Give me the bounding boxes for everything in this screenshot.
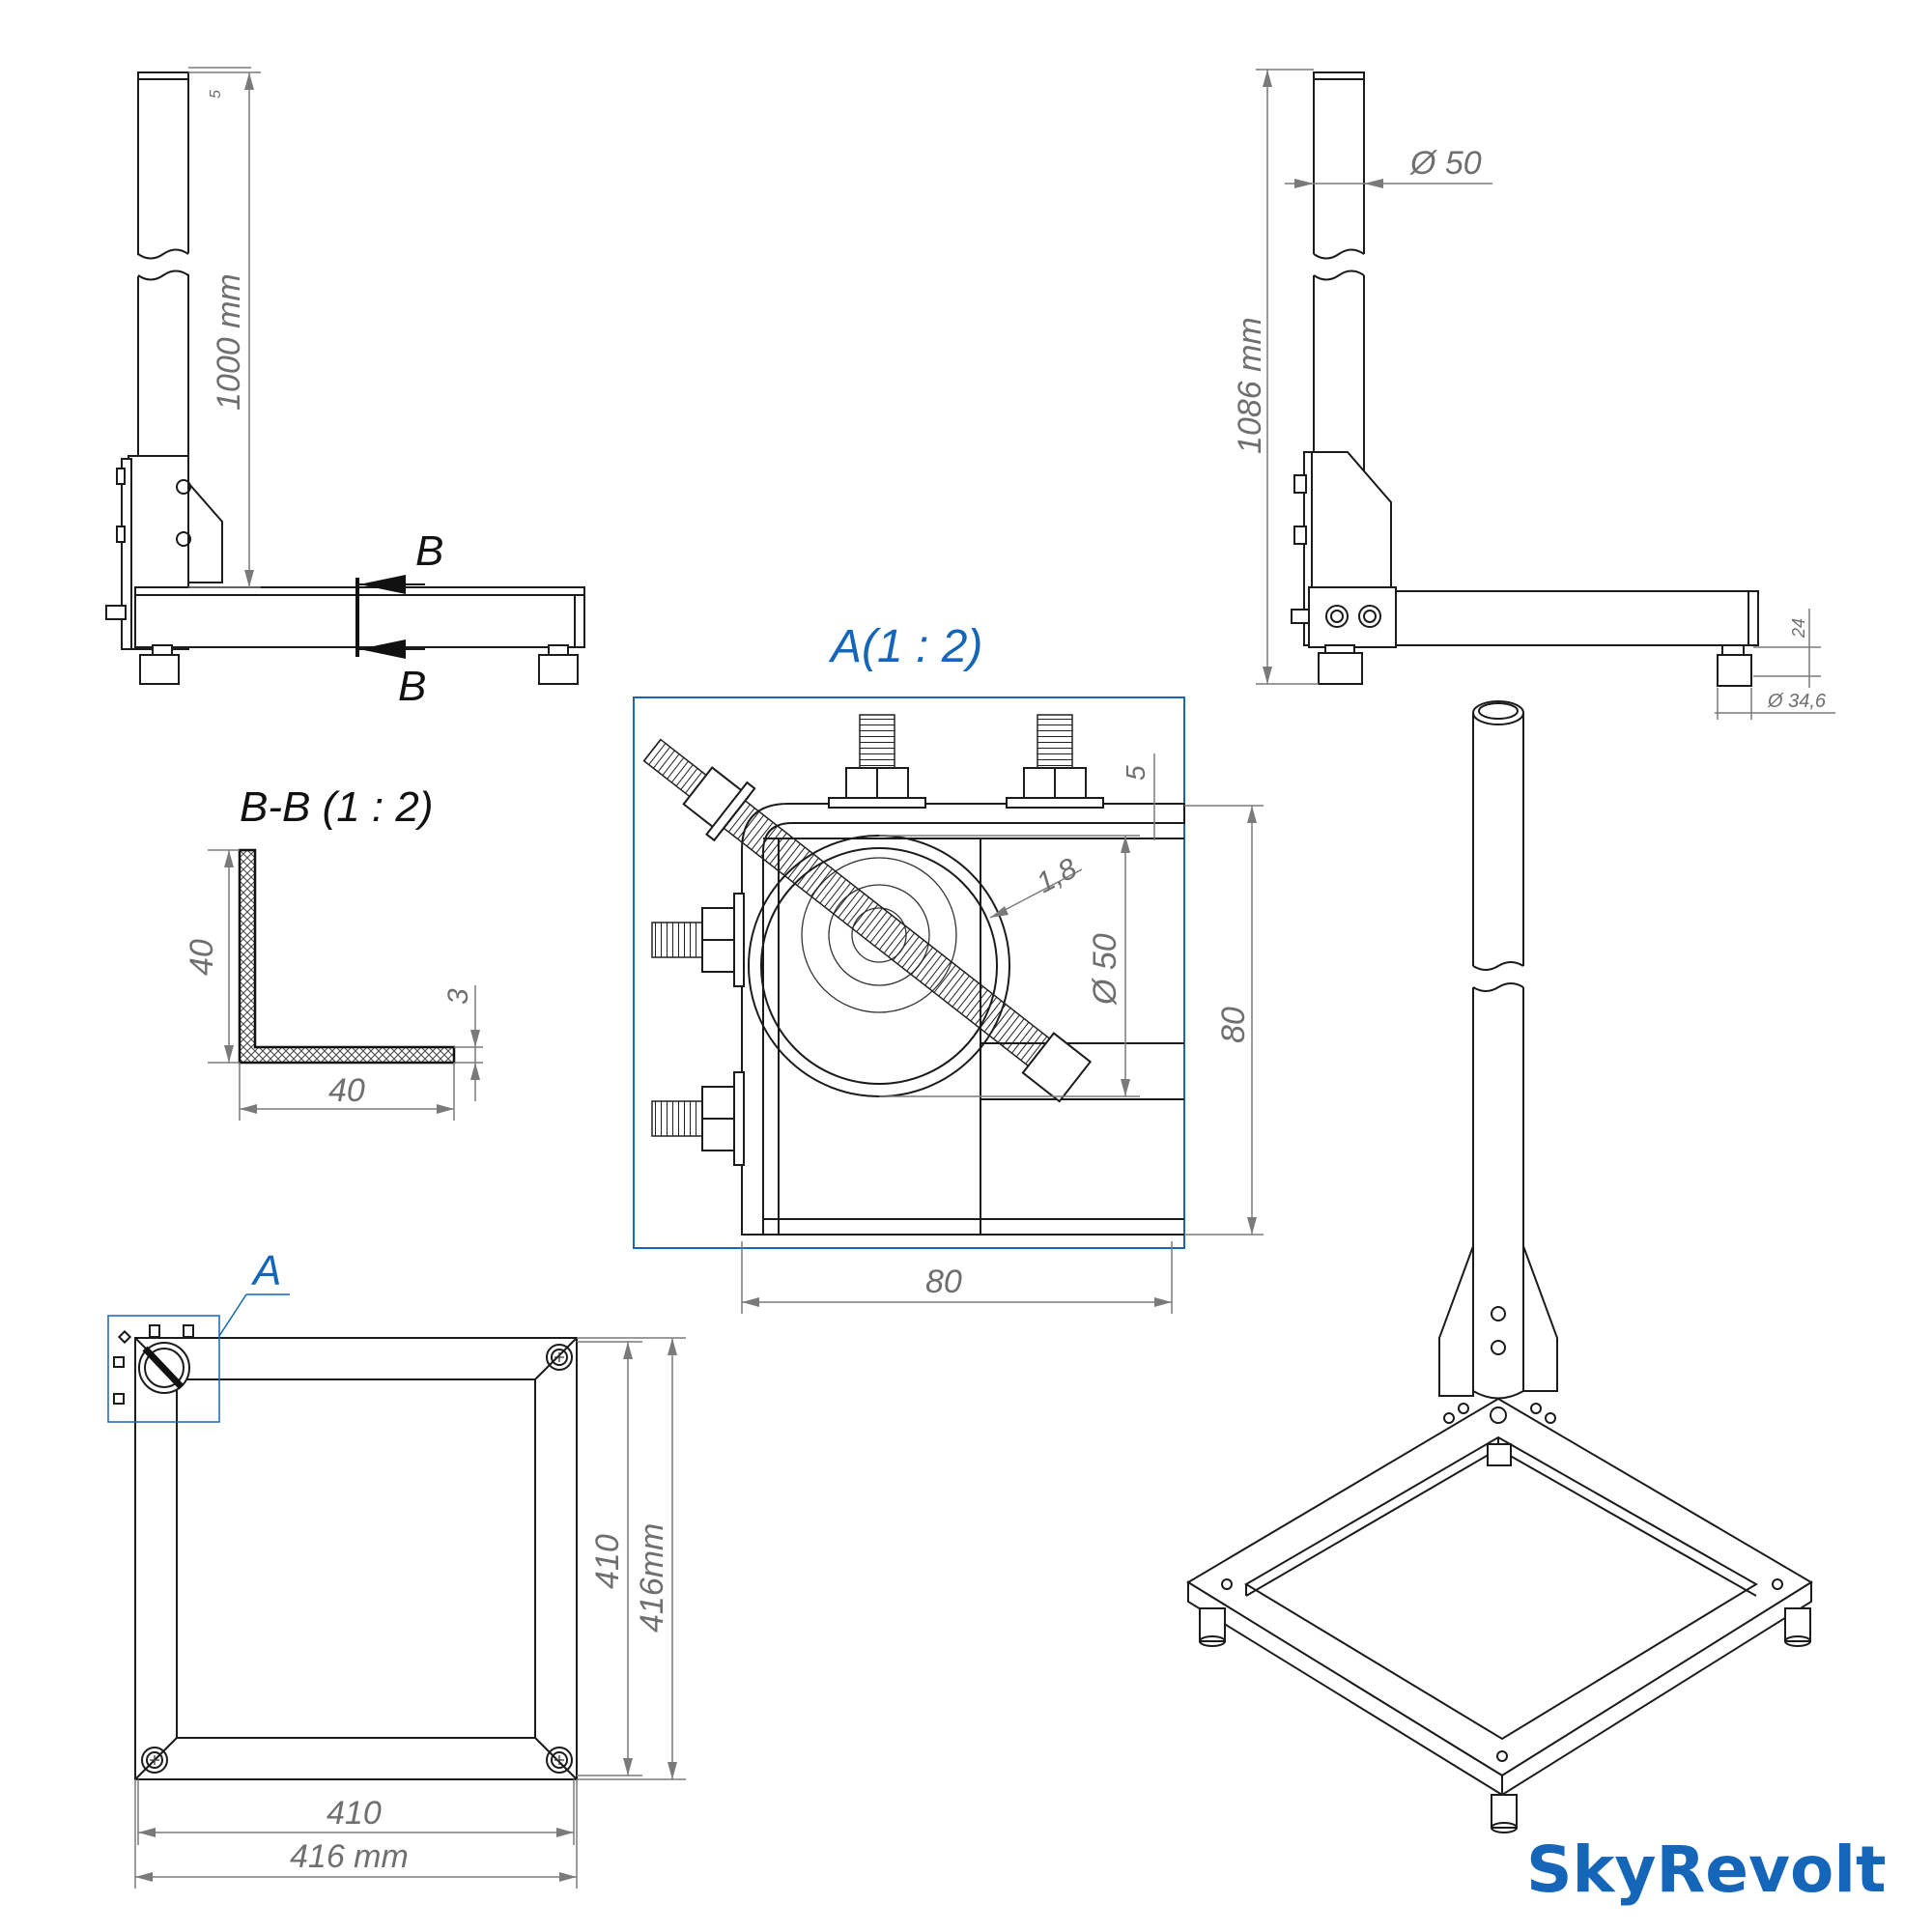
dim-angle-height-40: 40 [184,939,220,976]
isometric-view [1186,700,1813,1833]
detail-a-frame [633,696,1185,1249]
detail-a-callout-label: A [250,1247,281,1294]
dim-angle-width-40: 40 [328,1072,365,1109]
dim-foot-diameter-34-6: Ø 34,6 [1767,691,1827,712]
dim-detail-pipe-50: Ø 50 [1087,933,1123,1006]
dim-total-height-1086: 1086 mm [1232,317,1268,454]
corner-screw-bottom-left [141,1747,168,1774]
top-view: A 410 416mm 410 416 mm [107,1247,686,1889]
dim-pipe-height-1000: 1000 mm [211,273,247,411]
detail-a-title: A(1 : 2) [828,621,982,672]
dim-angle-thickness-3: 3 [442,988,474,1005]
section-bb-view: B-B (1 : 2) 40 40 3 [184,783,483,1121]
detail-a-callout-box [107,1315,220,1423]
section-mark-b-top: B [415,527,443,575]
corner-screw-bottom-right [546,1747,573,1774]
side-view-right: 1086 mm Ø 50 24 Ø 34,6 [1232,69,1835,720]
dim-detail-width-80: 80 [925,1264,962,1300]
dim-foot-height-24: 24 [1789,618,1808,639]
dim-pipe-diameter-50: Ø 50 [1409,145,1482,182]
dim-top-outer-width-416: 416 mm [290,1838,409,1875]
section-bb-title: B-B (1 : 2) [240,783,434,831]
dim-detail-height-80: 80 [1215,1007,1252,1043]
dim-top-inner-width-410: 410 [327,1795,382,1832]
dim-top-outer-height-416: 416mm [634,1523,670,1633]
brand-logo: SkyRevolt [1526,1833,1887,1907]
dim-plate-5: 5 [1121,765,1151,781]
corner-screw-top-right [546,1344,573,1371]
dim-top-inner-height-410: 410 [589,1534,626,1589]
dim-cap-5: 5 [208,90,224,99]
section-mark-b-bottom: B [398,663,426,710]
detail-a-view: A(1 : 2) [633,621,1264,1314]
side-view-left: B B 1000 mm 5 [105,67,585,710]
